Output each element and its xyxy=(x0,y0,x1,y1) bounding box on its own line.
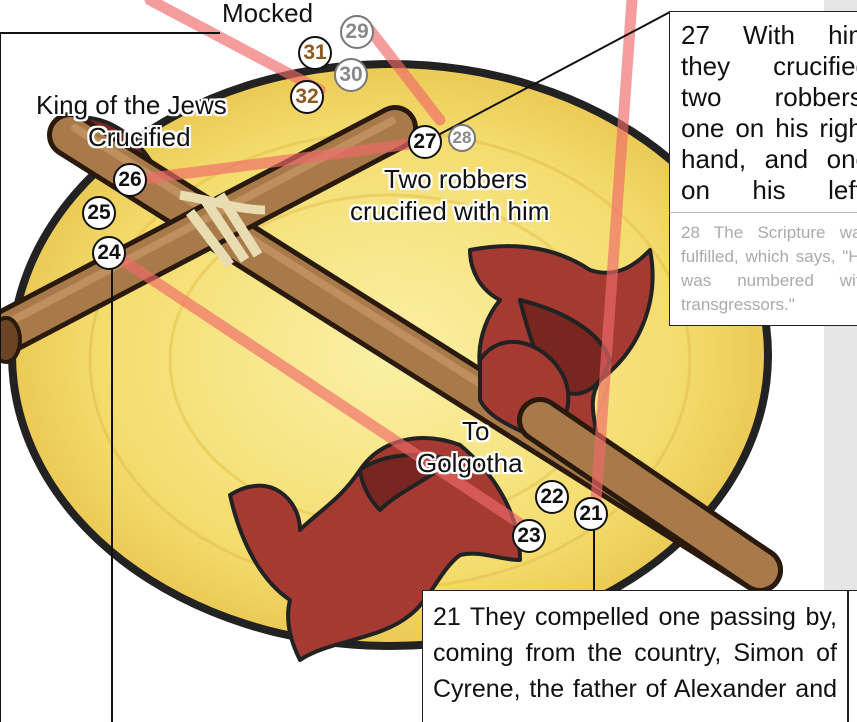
verse-marker-23[interactable]: 23 xyxy=(512,519,546,553)
verse-marker-24[interactable]: 24 xyxy=(92,236,126,270)
verse-marker-29[interactable]: 29 xyxy=(340,15,374,49)
verse-text-27: 27 With him they crucified two robbers; … xyxy=(670,12,857,206)
verse-box-adjacent xyxy=(848,590,857,722)
label-to: To xyxy=(462,418,489,444)
label-golgotha: Golgotha xyxy=(417,450,523,476)
label-two-robbers: Two robbers xyxy=(384,166,527,192)
verse-marker-25[interactable]: 25 xyxy=(82,196,116,230)
label-crucified-with-him: crucified with him xyxy=(350,198,549,224)
verse-marker-28[interactable]: 28 xyxy=(448,124,476,152)
verse-box-27: 27 With him they crucified two robbers; … xyxy=(669,11,857,213)
verse-box-21: 21 They compelled one passing by, coming… xyxy=(422,590,848,722)
label-crucified: Crucified xyxy=(88,124,191,150)
verse-text-21: 21 They compelled one passing by, coming… xyxy=(423,591,847,707)
verse-marker-26[interactable]: 26 xyxy=(113,163,147,197)
verse-text-28: 28 The Scripture was fulfilled, which sa… xyxy=(670,213,857,317)
verse-marker-21[interactable]: 21 xyxy=(574,497,608,531)
verse-box-28: 28 The Scripture was fulfilled, which sa… xyxy=(669,212,857,326)
verse-marker-27[interactable]: 27 xyxy=(408,125,442,159)
label-mocked: Mocked xyxy=(222,0,313,26)
verse-marker-30[interactable]: 30 xyxy=(334,58,368,92)
verse-marker-31[interactable]: 31 xyxy=(298,36,332,70)
verse-marker-22[interactable]: 22 xyxy=(535,480,569,514)
label-king-of-the-jews: King of the Jews xyxy=(36,92,227,118)
verse-marker-32[interactable]: 32 xyxy=(290,80,324,114)
